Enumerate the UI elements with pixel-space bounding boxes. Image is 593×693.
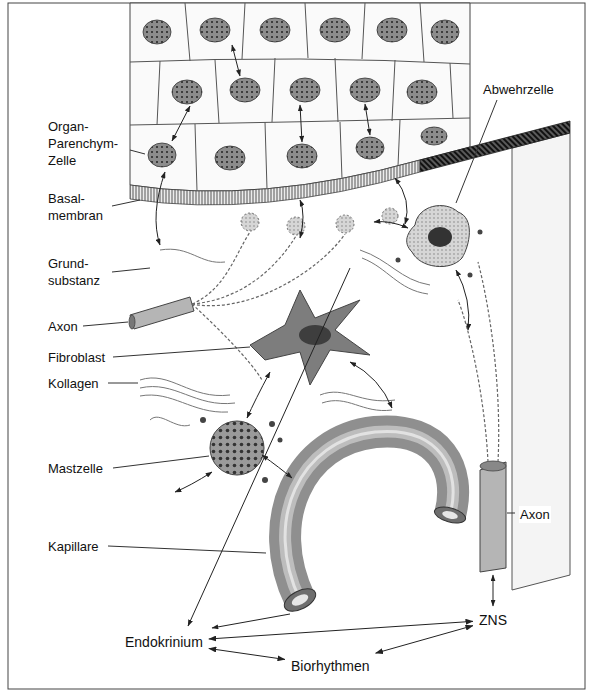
basal-membrane bbox=[130, 160, 420, 205]
part-label: Grund- substanz bbox=[47, 255, 111, 289]
connector-arrow bbox=[209, 648, 285, 659]
part-label: Kapillare bbox=[47, 538, 100, 555]
term-node: Endokrinium bbox=[122, 632, 206, 652]
connector-arrow bbox=[376, 626, 473, 654]
capillary bbox=[281, 431, 467, 615]
part-label: Abwehrzelle bbox=[482, 81, 555, 98]
block-side bbox=[512, 133, 570, 590]
defence-cell bbox=[396, 206, 483, 278]
endocrine-arrows bbox=[188, 268, 350, 628]
cut-surface-band bbox=[420, 121, 570, 172]
ground-substance-elements bbox=[129, 206, 506, 616]
figure-frame bbox=[8, 3, 585, 689]
part-label: Kollagen bbox=[47, 375, 100, 392]
parenchyma-epithelium bbox=[130, 3, 570, 205]
part-label: Axon bbox=[47, 318, 79, 335]
mast-cell bbox=[200, 417, 283, 483]
leader-lines bbox=[83, 100, 515, 553]
part-label: Axon bbox=[519, 506, 551, 523]
right-axon bbox=[458, 262, 506, 572]
part-label: Basal- membran bbox=[47, 190, 111, 224]
term-node: ZNS bbox=[476, 610, 510, 630]
collagen-fibres bbox=[140, 249, 430, 426]
term-node: Biorhythmen bbox=[288, 656, 373, 676]
fibroblast bbox=[250, 290, 370, 385]
part-label: Fibroblast bbox=[47, 349, 106, 366]
cell-nuclei bbox=[143, 18, 459, 170]
node-text: ZNS bbox=[479, 611, 507, 629]
node-text: Endokrinium bbox=[125, 633, 203, 651]
node-text: Biorhythmen bbox=[291, 657, 370, 675]
part-label: Organ- Parenchym- Zelle bbox=[47, 118, 129, 169]
tissue-block-face bbox=[512, 133, 570, 590]
part-label: Mastzelle bbox=[47, 460, 104, 477]
